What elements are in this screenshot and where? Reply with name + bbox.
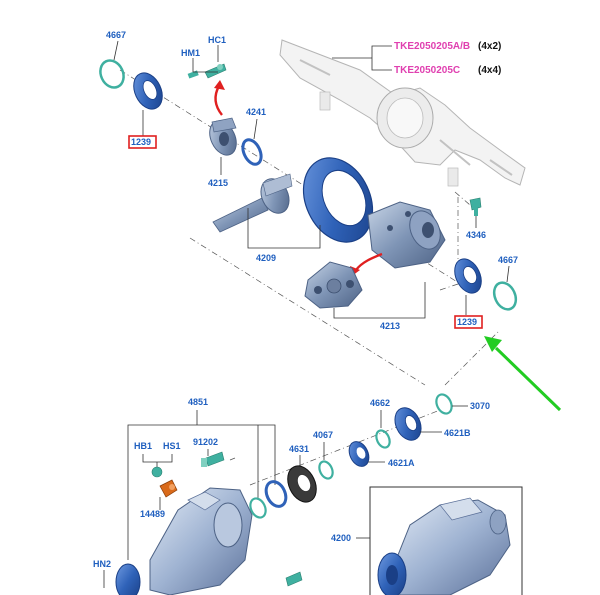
label-hs1: HS1 (163, 441, 181, 451)
green-pointer-arrow (484, 336, 562, 412)
seal-4662 (375, 429, 391, 449)
carrier-housing-exploded (149, 487, 253, 595)
o-ring-3070 (435, 393, 453, 415)
label-4067: 4067 (313, 430, 333, 440)
diff-gear-set-4213 (304, 261, 363, 309)
ring-gear (302, 157, 374, 243)
callout-drive-4x4: (4x4) (478, 65, 501, 76)
seal-1239-right (454, 258, 482, 294)
label-1239-right: 1239 (457, 317, 477, 327)
label-4346: 4346 (466, 230, 486, 240)
bolt-hc1 (204, 63, 227, 79)
callout-tke2050205c: TKE2050205C (394, 65, 460, 76)
breather-14489 (159, 479, 178, 498)
label-4631: 4631 (289, 444, 309, 454)
label-hb1: HB1 (134, 441, 152, 451)
label-4200: 4200 (331, 533, 351, 543)
nut-hb1-hs1 (151, 466, 163, 478)
label-4215: 4215 (208, 178, 228, 188)
bolt-91202 (201, 451, 225, 467)
bolt-bottom (285, 571, 303, 587)
bolt-hm1 (187, 70, 199, 79)
axle-housing-illustration (279, 39, 526, 187)
label-4213: 4213 (380, 321, 400, 331)
label-4621a: 4621A (388, 458, 415, 468)
label-3070: 3070 (470, 401, 490, 411)
label-4667-top: 4667 (106, 30, 126, 40)
o-ring-4667-top (99, 59, 125, 89)
flange-hn2 (115, 563, 141, 595)
o-ring-4667-right (492, 281, 518, 311)
label-hm1: HM1 (181, 48, 200, 58)
label-1239-top: 1239 (131, 137, 151, 147)
label-4621b: 4621B (444, 428, 471, 438)
yoke-4215 (209, 117, 237, 156)
ring-blue-1 (264, 480, 288, 508)
carrier-assembly-4200 (377, 497, 511, 595)
differential-case (367, 201, 446, 269)
callout-tke2050205ab: TKE2050205A/B (394, 41, 470, 52)
label-4851: 4851 (188, 397, 208, 407)
label-hc1: HC1 (208, 35, 226, 45)
bolt-4346 (469, 197, 482, 216)
pinion-4209 (212, 173, 293, 233)
highlight-box-1239-top (128, 135, 157, 149)
red-arrow-diff (355, 252, 383, 271)
seal-4067 (318, 460, 334, 480)
label-91202: 91202 (193, 437, 218, 447)
callout-drive-4x2: (4x2) (478, 41, 501, 52)
label-4241: 4241 (246, 107, 266, 117)
bearing-4621b (394, 407, 422, 441)
label-4209: 4209 (256, 253, 276, 263)
seal-1239-top (133, 72, 163, 110)
red-arrow-yoke (214, 85, 223, 116)
highlight-box-1239-right (454, 315, 483, 329)
bearing-4621a (348, 441, 370, 467)
cover-4631 (287, 465, 317, 503)
label-hn2: HN2 (93, 559, 111, 569)
seal-4241 (241, 138, 263, 166)
ring-teal-1 (249, 497, 267, 519)
label-4667-right: 4667 (498, 255, 518, 265)
label-14489: 14489 (140, 509, 165, 519)
label-4662: 4662 (370, 398, 390, 408)
